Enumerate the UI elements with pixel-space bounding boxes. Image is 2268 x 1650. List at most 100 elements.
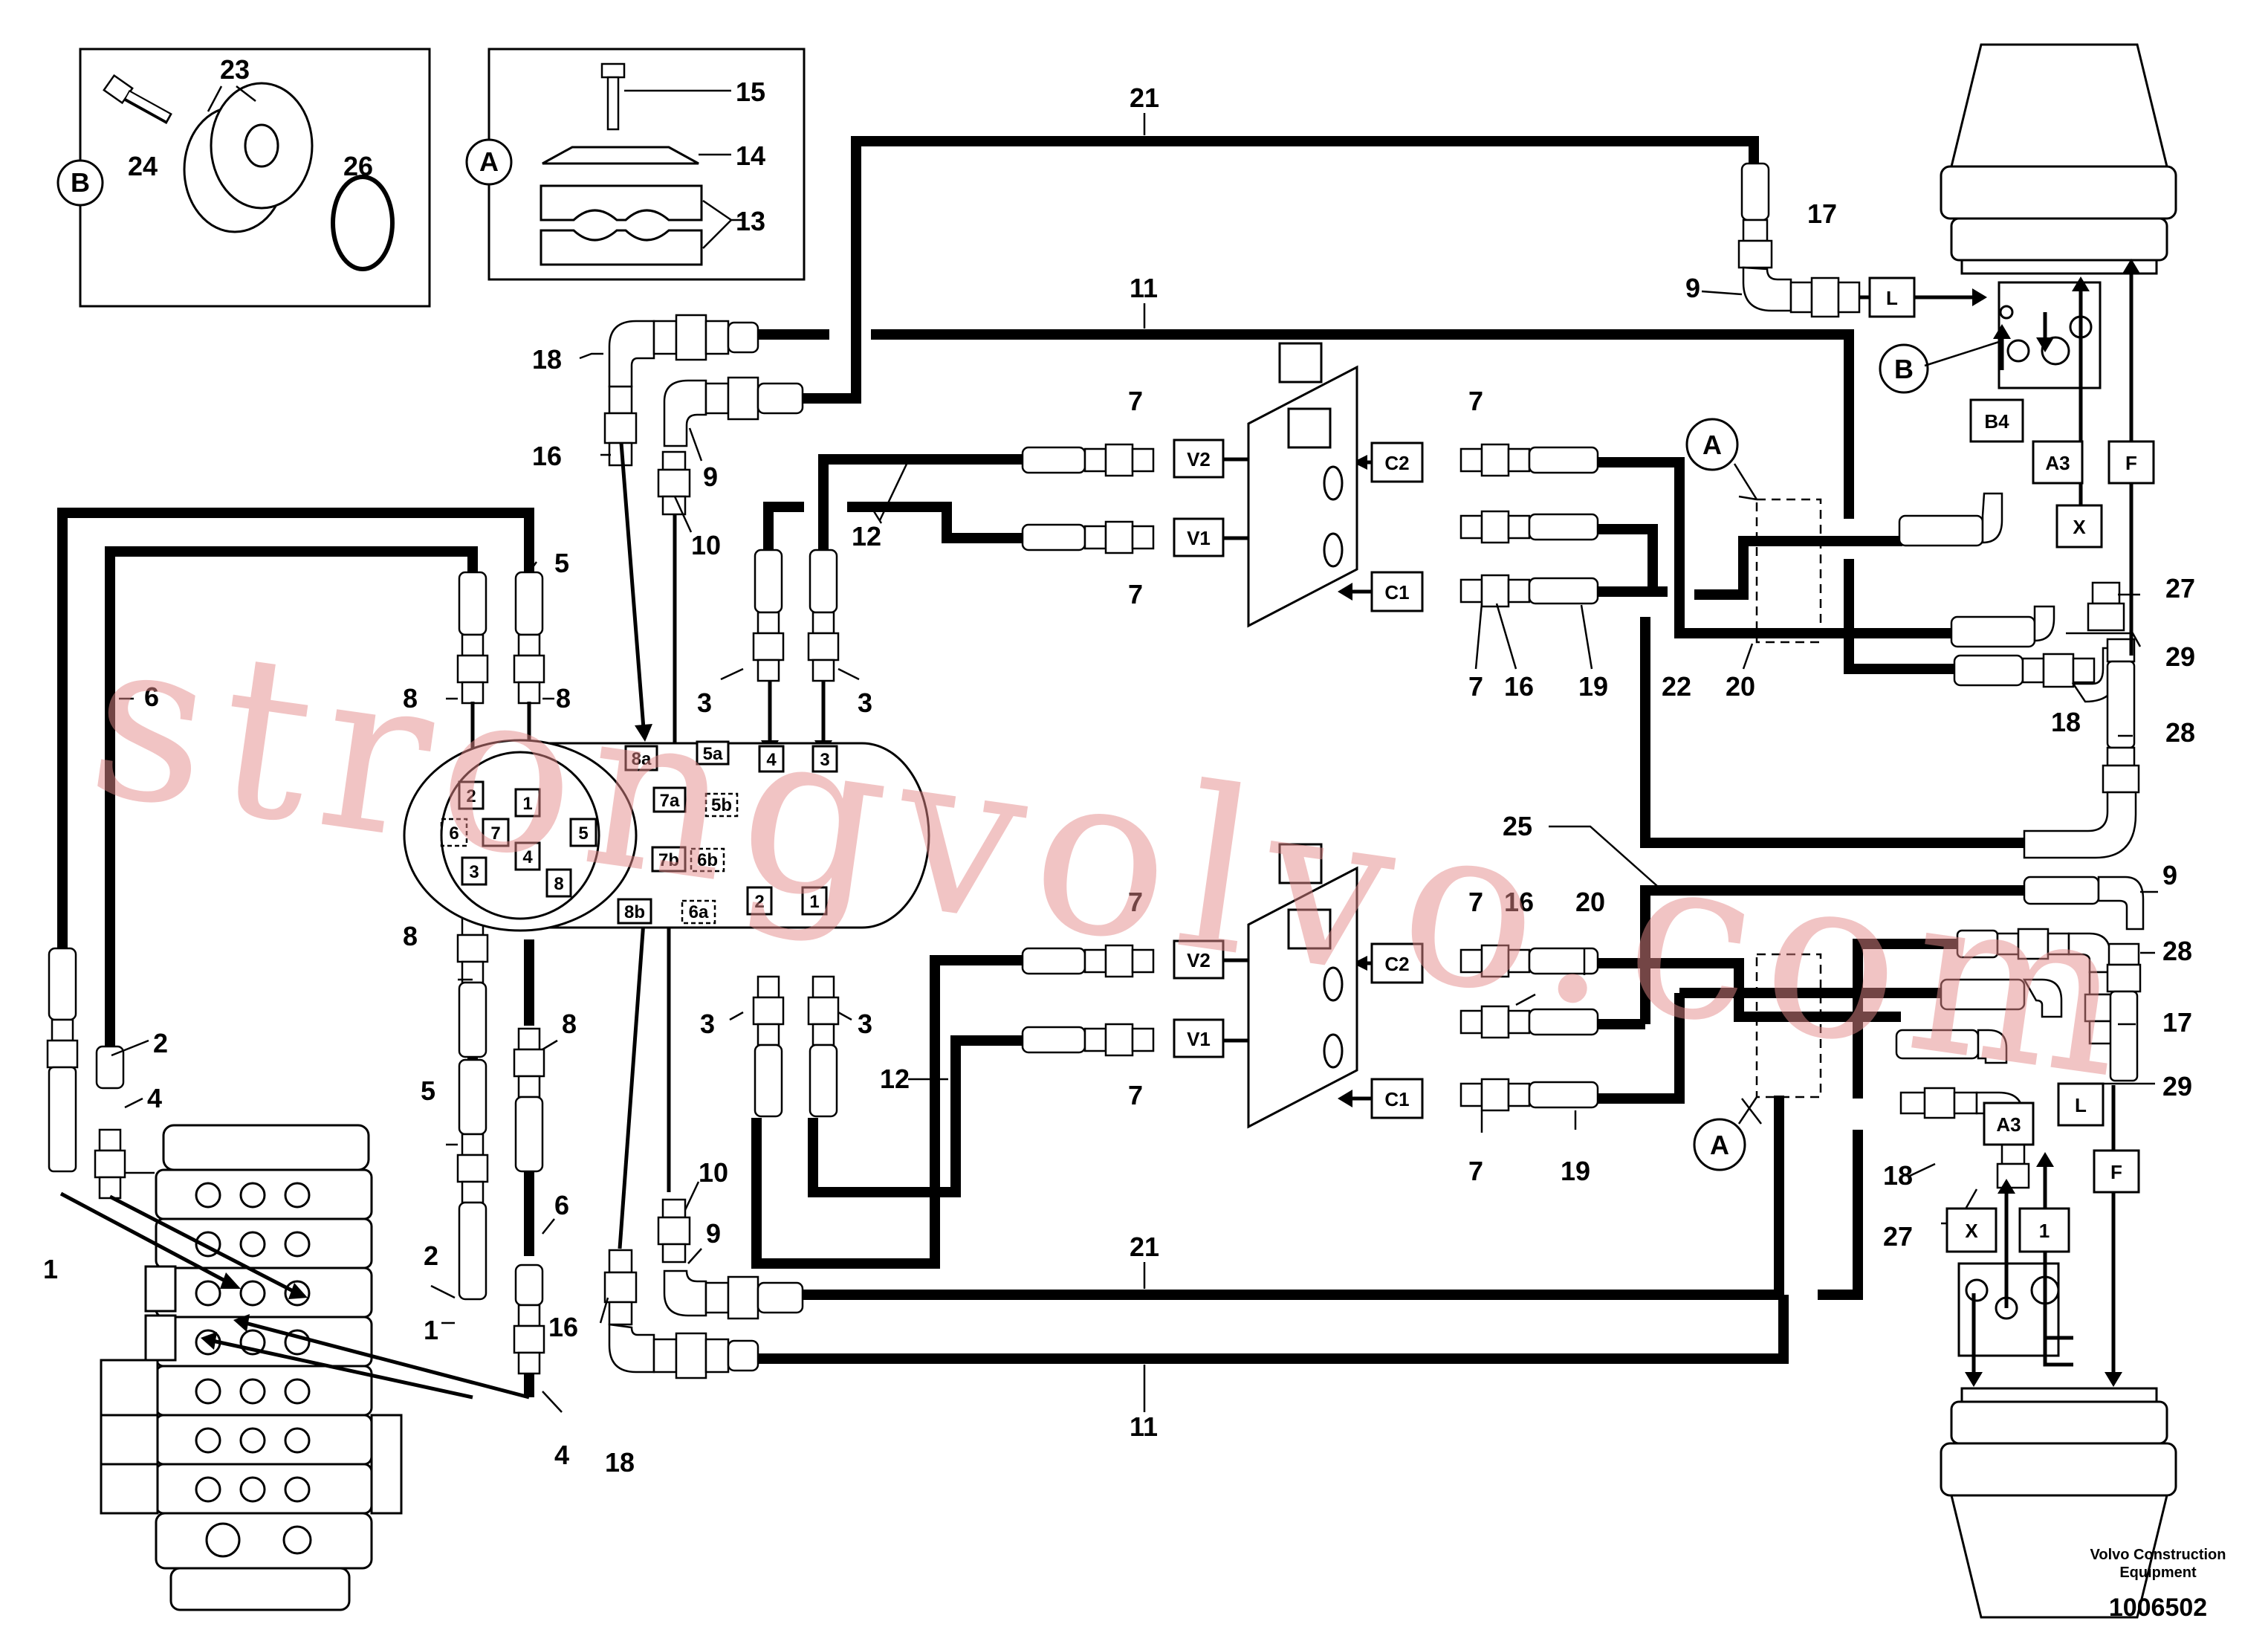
port-x-bottom-label: X xyxy=(1965,1220,1978,1242)
ref-circle-a-bottom: A xyxy=(1710,1130,1729,1160)
travel-valve-top xyxy=(1247,342,1358,628)
callout-29-top: 29 xyxy=(2165,641,2195,672)
callout-17-top: 17 xyxy=(1807,198,1837,229)
port-c1-bottom-label: C1 xyxy=(1384,1088,1409,1110)
callout-14: 14 xyxy=(736,140,765,171)
port-f-top xyxy=(2107,440,2155,485)
control-valve-block xyxy=(100,1124,403,1611)
port-v1-top xyxy=(1173,517,1225,557)
callout-16-mid: 16 xyxy=(1504,671,1534,702)
callout-4-a: 4 xyxy=(147,1083,162,1113)
swivel-face-3: 3 xyxy=(469,862,479,882)
callout-23: 23 xyxy=(220,54,250,85)
swivel-port-7a: 7a xyxy=(660,791,680,811)
bolt-icon xyxy=(103,74,172,125)
port-c2-bottom-label: C2 xyxy=(1384,953,1409,975)
ref-box-bottom xyxy=(1755,953,1822,1099)
callout-8-right: 8 xyxy=(556,683,571,714)
port-v2-bottom xyxy=(1173,939,1225,980)
port-b4-bottom-label: 1 xyxy=(2039,1220,2050,1242)
callout-18-bottom: 18 xyxy=(605,1447,635,1478)
port-l-bottom-label: L xyxy=(2075,1094,2087,1116)
port-l-bottom xyxy=(2057,1082,2105,1127)
callout-8-mid: 8 xyxy=(403,921,418,951)
callout-7-c2-bottom: 7 xyxy=(1468,887,1483,917)
clamp-icon xyxy=(540,184,703,266)
port-x-top-label: X xyxy=(2073,516,2086,538)
callout-7-c1: 7 xyxy=(1468,671,1483,702)
swivel-port-6b: 6b xyxy=(697,850,718,870)
inset-b-circle-label: B xyxy=(71,167,90,198)
callout-24: 24 xyxy=(128,151,158,181)
callout-12-low: 12 xyxy=(880,1064,910,1094)
travel-motor-bottom xyxy=(1940,1262,2177,1619)
motor-port-boxes: L B4 A3 F X L F X A3 1 xyxy=(1868,276,2155,1253)
callout-13: 13 xyxy=(736,206,765,236)
valve-port-boxes: V2 V1 C2 C1 V2 V1 C2 C1 xyxy=(1173,439,1424,1119)
footer-brand-line2: Equipment xyxy=(2119,1565,2197,1581)
port-l-top-label: L xyxy=(1886,287,1898,309)
swivel-port-8b: 8b xyxy=(624,902,645,922)
callout-19-low: 19 xyxy=(1561,1156,1590,1186)
callout-7-v2-bottom: 7 xyxy=(1128,887,1143,917)
ref-circle-a-top: A xyxy=(1702,430,1722,460)
callout-28-low: 28 xyxy=(2162,936,2192,966)
callout-9-right: 9 xyxy=(2162,860,2177,890)
port-c1-top-label: C1 xyxy=(1384,581,1409,604)
callout-16-top: 16 xyxy=(532,441,562,471)
hose-fittings xyxy=(46,162,2145,1379)
port-v2-top xyxy=(1173,439,1225,479)
port-c2-top xyxy=(1370,441,1424,483)
port-b4-top-label: B4 xyxy=(1984,410,2009,433)
callout-7-v2: 7 xyxy=(1128,386,1143,416)
swivel-port-5b: 5b xyxy=(711,795,732,815)
inset-b-circle xyxy=(56,159,104,207)
travel-valve-bottom xyxy=(1247,843,1358,1129)
plate-icon xyxy=(542,146,699,165)
swivel-port-labels: 8a 5a 4 3 7a 5b 7b 6b 8b 6a 2 1 2 1 6 7 … xyxy=(440,740,838,925)
callout-2-a: 2 xyxy=(153,1028,168,1058)
callouts: 21 11 17 9 18 16 9 10 7 7 7 7 12 5 6 8 8… xyxy=(43,82,2195,1478)
callout-20-low: 20 xyxy=(1575,887,1605,917)
callout-20-top: 20 xyxy=(1726,671,1755,702)
callout-21-bottom: 21 xyxy=(1130,1232,1159,1262)
callout-2-b: 2 xyxy=(424,1240,438,1271)
port-x-top xyxy=(2055,504,2103,549)
callout-22: 22 xyxy=(1662,671,1691,702)
port-v2-top-label: V2 xyxy=(1187,448,1211,470)
swivel-face-7: 7 xyxy=(490,824,500,844)
swivel-port-1b: 1 xyxy=(809,892,819,912)
callout-4-b: 4 xyxy=(554,1440,569,1470)
port-x-bottom xyxy=(1945,1207,1998,1253)
port-a3-bottom xyxy=(1983,1101,2035,1146)
port-l-top xyxy=(1868,276,1916,318)
port-a3-top xyxy=(2032,440,2084,485)
inset-b: B 23 24 26 xyxy=(56,48,431,308)
callout-18-top: 18 xyxy=(532,344,562,375)
callout-3-left: 3 xyxy=(697,688,712,718)
callout-1-a: 1 xyxy=(43,1254,58,1284)
port-f-top-label: F xyxy=(2125,452,2137,474)
callout-19-top: 19 xyxy=(1578,671,1608,702)
callout-6-top: 6 xyxy=(144,682,159,712)
callout-5: 5 xyxy=(554,548,569,578)
travel-motor-top xyxy=(1940,43,2177,389)
screw-icon xyxy=(600,62,626,131)
leader-lines xyxy=(111,352,2158,1413)
swivel-face-2: 2 xyxy=(466,786,476,806)
port-a3-bottom-label: A3 xyxy=(1996,1113,2021,1136)
o-ring-icon xyxy=(331,175,395,271)
port-f-bottom xyxy=(2093,1149,2140,1194)
callout-7-c1-bottom: 7 xyxy=(1468,1156,1483,1186)
swivel-port-2b: 2 xyxy=(754,892,764,912)
callout-3-right: 3 xyxy=(858,688,872,718)
callout-11-bottom: 11 xyxy=(1130,1411,1158,1442)
callout-7-v1: 7 xyxy=(1128,579,1143,609)
callout-15: 15 xyxy=(736,77,765,107)
callout-9-low: 9 xyxy=(706,1218,721,1249)
ref-box-top xyxy=(1755,498,1822,644)
callout-7-c2: 7 xyxy=(1468,386,1483,416)
swivel-port-8a: 8a xyxy=(632,749,652,769)
callout-27-low: 27 xyxy=(1883,1221,1913,1252)
port-v1-bottom-label: V1 xyxy=(1187,1028,1211,1050)
